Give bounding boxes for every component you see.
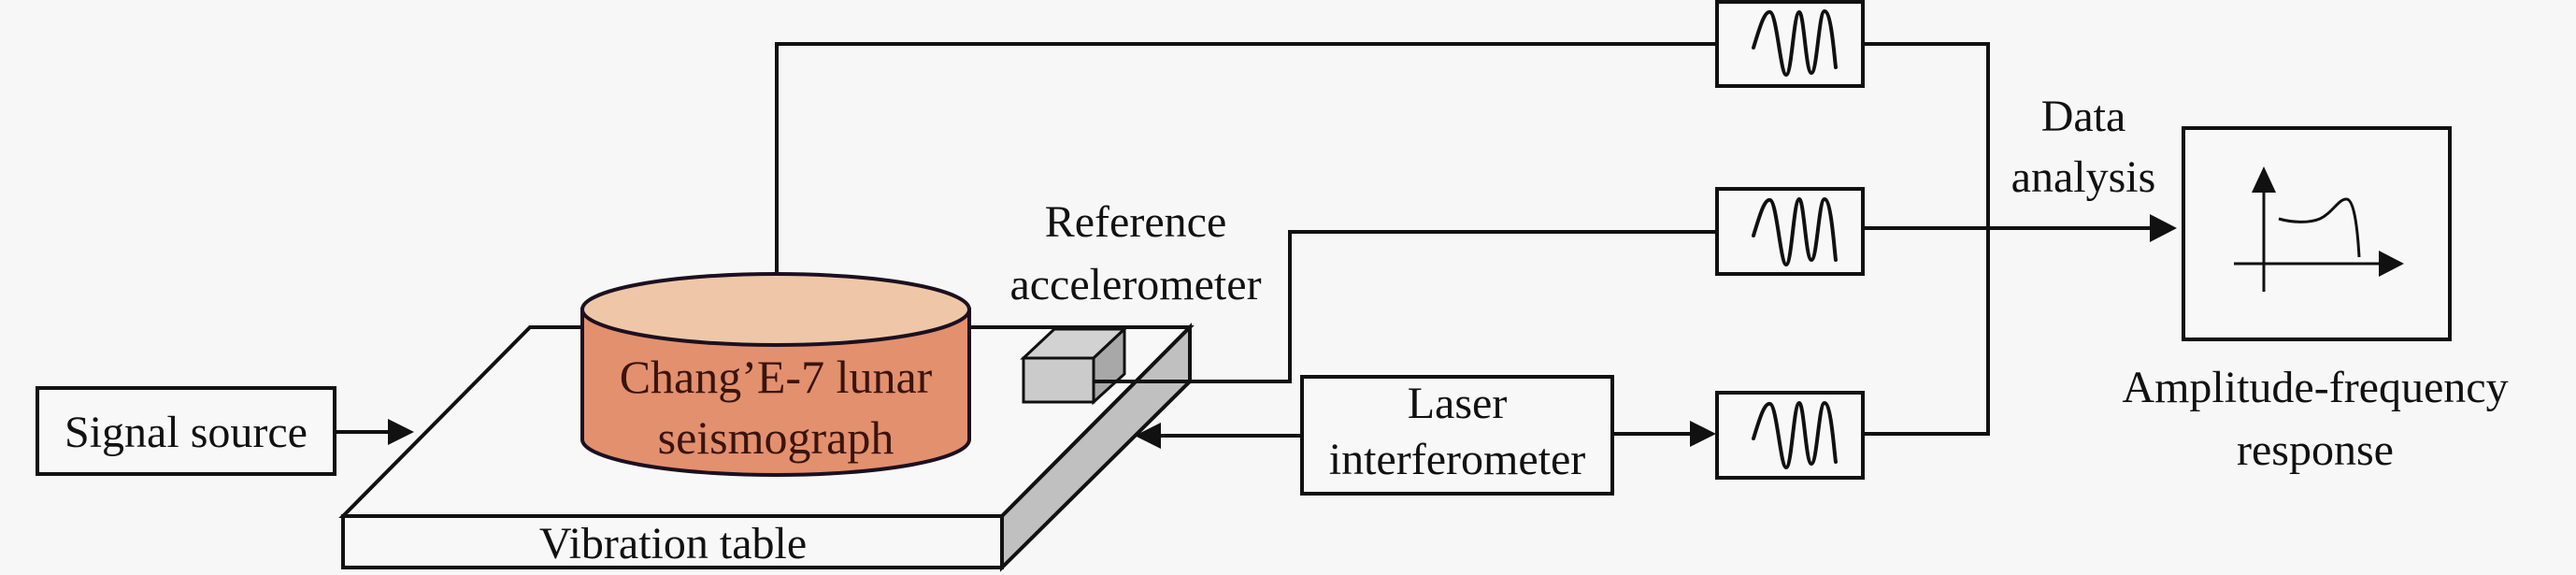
data-analysis-label-line2: analysis (2011, 152, 2156, 202)
signal-source-box[interactable] (36, 386, 336, 476)
data-analysis-label-line1: Data (2041, 92, 2126, 141)
response-label-line2: response (2237, 425, 2394, 475)
waveform-icon (1752, 197, 1838, 266)
x-axis-arrowhead (2379, 251, 2404, 277)
response-curve (2278, 197, 2361, 258)
response-plot (2182, 126, 2452, 341)
arrowhead-laser-to-table (1135, 423, 1161, 449)
vibration-table-label: Vibration table (539, 519, 807, 568)
seismograph-label-line2: seismograph (658, 411, 894, 464)
filter-box[interactable] (1715, 0, 1865, 88)
accelerometer-label-line1: Reference (1045, 197, 1227, 247)
arrowhead-to-response (2150, 214, 2177, 242)
filter-box[interactable] (1715, 391, 1865, 480)
response-box[interactable] (2182, 126, 2452, 341)
wire-accelerometer-to-filter (1094, 230, 1717, 383)
wire-filter1-to-bus (1863, 42, 1990, 436)
seismograph-top (580, 272, 971, 347)
waveform-icon (1752, 9, 1838, 77)
response-label-line1: Amplitude-frequency (2122, 363, 2508, 412)
accelerometer-label-line2: accelerometer (1009, 260, 1261, 309)
y-axis-arrowhead (2252, 166, 2276, 193)
filter-seismograph (1715, 0, 1865, 88)
waveform-icon (1752, 401, 1838, 469)
signal-source: Signal source (36, 386, 336, 476)
filter-accelerometer (1715, 187, 1865, 276)
wire-seismograph-to-filter (775, 42, 1717, 274)
laser-interferometer: Laser interferometer (1300, 375, 1614, 496)
vibration-table-front (341, 514, 1004, 569)
arrowhead-laser-to-filter (1690, 421, 1716, 447)
accelerometer-front-face (1022, 356, 1095, 404)
seismograph-label-line1: Chang’E-7 lunar (620, 351, 933, 403)
seismograph: Chang’E-7 lunar seismograph (580, 272, 971, 477)
laser-label-line1: Laser (1408, 379, 1508, 428)
seismograph-body (580, 308, 971, 477)
arrowhead-signal-to-table (388, 419, 414, 445)
signal-source-label: Signal source (64, 408, 308, 457)
filter-interferometer (1715, 391, 1865, 480)
laser-label-line2: interferometer (1329, 435, 1586, 484)
